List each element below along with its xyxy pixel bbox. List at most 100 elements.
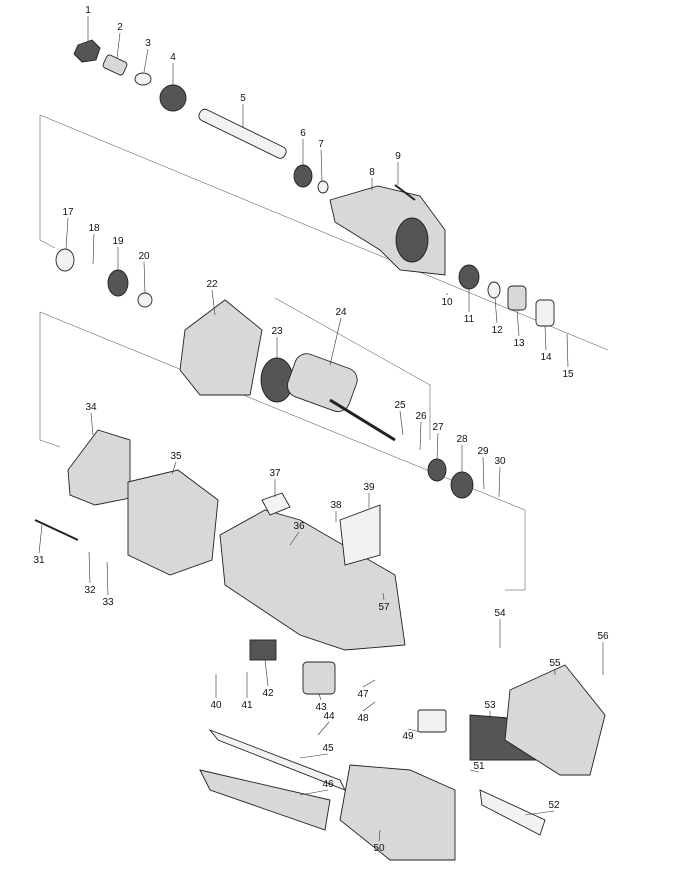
part-label-30: 30 (494, 456, 506, 467)
part-label-39: 39 (363, 482, 375, 493)
leader-line-50 (378, 829, 381, 842)
part-label-9: 9 (395, 151, 401, 162)
part-label-51: 51 (473, 761, 485, 772)
leader-line-42 (264, 659, 269, 687)
retaining-ring (487, 281, 501, 299)
armature-shaft (329, 398, 396, 442)
part-label-38: 38 (330, 500, 342, 511)
leader-line-12 (494, 297, 498, 324)
part-label-12: 12 (491, 325, 503, 336)
leader-line-3 (143, 48, 149, 73)
gear-housing (329, 185, 446, 276)
part-label-45: 45 (322, 743, 334, 754)
collet (102, 54, 128, 76)
leader-line-49 (407, 728, 421, 733)
part-label-23: 23 (271, 326, 283, 337)
part-label-15: 15 (562, 369, 574, 380)
part-label-24: 24 (335, 307, 347, 318)
rear-cover (504, 664, 606, 776)
leader-line-48 (362, 701, 376, 712)
part-label-48: 48 (357, 713, 369, 724)
part-label-33: 33 (102, 597, 114, 608)
leader-line-27 (436, 432, 439, 460)
part-label-7: 7 (318, 139, 324, 150)
part-label-26: 26 (415, 411, 427, 422)
part-label-41: 41 (241, 700, 253, 711)
part-label-4: 4 (170, 52, 176, 63)
bearing (107, 269, 129, 297)
noise-suppressor (417, 709, 447, 733)
leader-line-32 (88, 551, 91, 584)
bearing (427, 458, 447, 482)
leader-line-17 (65, 217, 69, 250)
leader-line-22 (211, 289, 216, 316)
part-label-57: 57 (378, 602, 390, 613)
switch (302, 661, 336, 695)
part-label-1: 1 (85, 5, 91, 16)
part-label-37: 37 (269, 468, 281, 479)
part-label-31: 31 (33, 555, 45, 566)
leader-line-36 (289, 531, 300, 546)
insulation-sheet (339, 504, 381, 566)
part-label-17: 17 (62, 207, 74, 218)
part-label-22: 22 (206, 279, 218, 290)
part-label-32: 32 (84, 585, 96, 596)
hex-nut (73, 39, 101, 63)
housing-bore (395, 217, 429, 263)
leader-line-18 (92, 233, 95, 265)
motor-housing (219, 509, 406, 651)
part-label-13: 13 (513, 338, 525, 349)
leader-line-2 (116, 32, 121, 59)
part-label-43: 43 (315, 702, 327, 713)
part-label-27: 27 (432, 422, 444, 433)
part-label-56: 56 (597, 631, 609, 642)
leader-line-31 (38, 524, 43, 554)
part-label-34: 34 (85, 402, 97, 413)
leader-line-13 (516, 309, 520, 337)
leader-line-7 (320, 149, 323, 182)
part-label-29: 29 (477, 446, 489, 457)
label-plate (261, 492, 291, 516)
handle-cover (339, 764, 456, 861)
part-label-11: 11 (464, 314, 475, 325)
leader-line-14 (544, 325, 547, 351)
baffle-plate (67, 429, 131, 506)
sleeve (535, 299, 555, 327)
part-label-14: 14 (540, 352, 552, 363)
part-label-10: 10 (441, 297, 453, 308)
sleeve (507, 285, 527, 311)
screw (394, 184, 416, 201)
leader-line-45 (299, 753, 329, 759)
part-label-54: 54 (494, 608, 506, 619)
part-labels: 1234567891011121314151718192022232425262… (33, 5, 609, 854)
leader-line-51 (469, 769, 480, 773)
lever-base (199, 769, 331, 831)
leader-line-15 (566, 333, 569, 368)
part-label-20: 20 (138, 251, 150, 262)
leader-line-26 (419, 421, 422, 451)
part-label-35: 35 (170, 451, 182, 462)
leader-line-30 (498, 466, 501, 498)
part-label-55: 55 (549, 658, 561, 669)
leader-line-43 (318, 693, 322, 701)
leader-line-29 (482, 456, 485, 490)
leader-line-44 (317, 721, 330, 736)
part-label-6: 6 (300, 128, 306, 139)
leader-line-35 (171, 461, 177, 475)
part-label-53: 53 (484, 700, 496, 711)
leader-lines (38, 16, 604, 842)
washer (134, 72, 152, 86)
part-label-8: 8 (369, 167, 375, 178)
ring (159, 84, 187, 112)
part-label-52: 52 (548, 800, 560, 811)
field (127, 469, 219, 576)
part-label-49: 49 (402, 731, 414, 742)
part-label-42: 42 (262, 688, 274, 699)
leader-line-25 (399, 410, 404, 436)
leader-line-52 (524, 810, 555, 816)
part-label-25: 25 (394, 400, 406, 411)
armature (286, 353, 358, 412)
spindle (198, 108, 287, 159)
part-label-50: 50 (373, 843, 385, 854)
